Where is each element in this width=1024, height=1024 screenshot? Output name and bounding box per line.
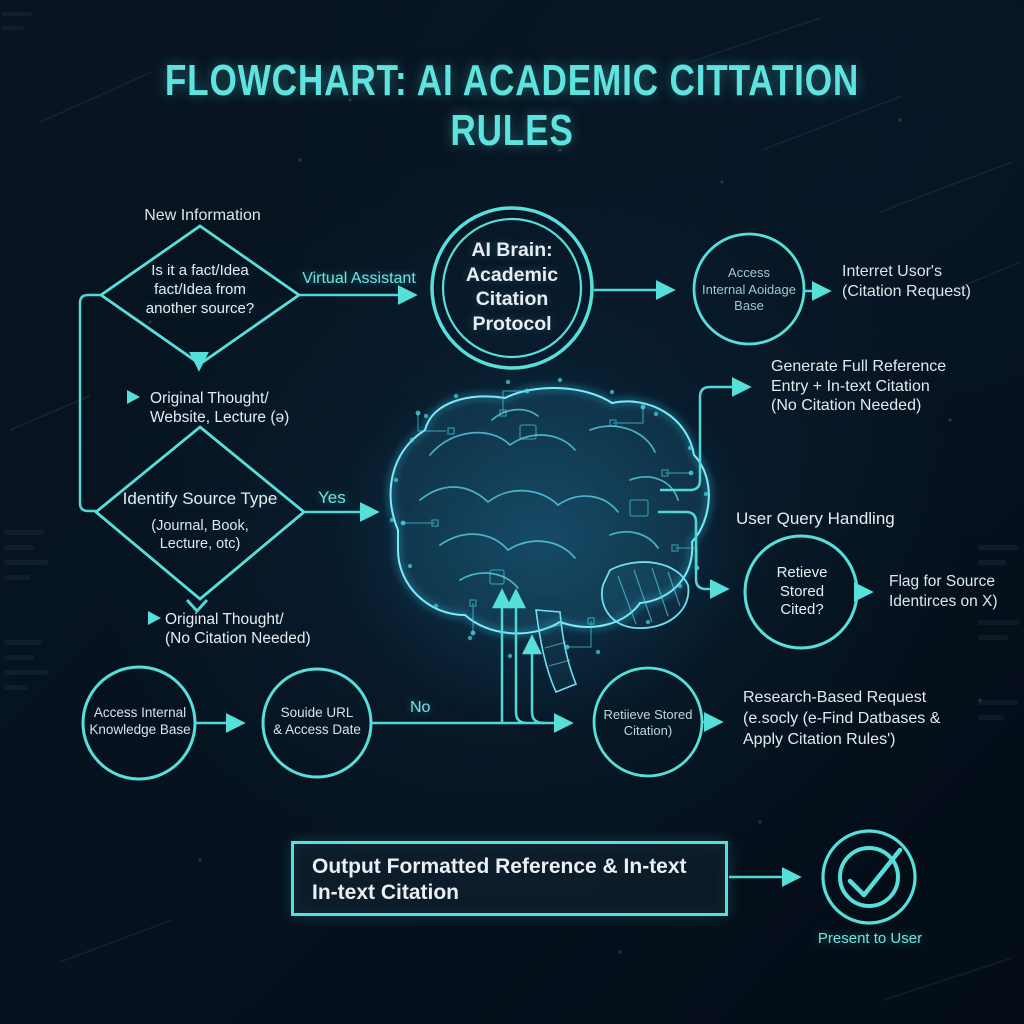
circuit-traces [403, 390, 698, 648]
identify-source-title: Identify Source Type [122, 489, 278, 508]
retrieve-citation-circle-text: Retiieve Stored Citation) [603, 707, 693, 738]
ai-brain-circle [430, 206, 594, 370]
ghost-text-noise [2, 12, 1020, 720]
output-box: Output Formatted Reference & In-text In-… [291, 841, 728, 916]
riser-arrow-2 [506, 588, 528, 725]
original-thought-website-label: Original Thought/ Website, Lecture (ə) [150, 390, 290, 426]
connector-brain-to-generate [660, 377, 752, 492]
interpret-request-text: Interret Usor's (Citation Request) [842, 263, 971, 300]
present-to-user-label: Present to User [817, 930, 923, 947]
background-streaks [9, 17, 1021, 1001]
access-storage-circle-text: Access Internal Aoidage Base [702, 265, 796, 313]
bullet-triangles [127, 390, 161, 625]
retrieve-citation-circle [592, 666, 704, 778]
flag-source-text: Flag for Source Identirces on X) [889, 573, 998, 610]
connector-brain-to-cited [658, 510, 730, 599]
fact-check-diamond [98, 224, 302, 366]
check-circle-icon [821, 829, 917, 925]
retrieve-cited-circle-text: Retieve Stored Cited? [776, 564, 828, 618]
label-new-information: New Information [144, 207, 261, 224]
original-thought-no-citation-label: Original Thought/ (No Citation Needed) [165, 611, 311, 647]
connector-left-vertical [78, 293, 102, 513]
source-url-circle [261, 667, 373, 779]
no-label: No [410, 699, 431, 716]
ai-brain-circle-text: AI Brain: Academic Citation Protocol [465, 239, 559, 335]
access-storage-circle [692, 232, 806, 346]
access-knowledge-circle-text: Access Internal Knowledge Base [89, 705, 191, 737]
ai-brain-graphic [388, 377, 712, 694]
bullet-triangle-icon [148, 611, 161, 625]
circuit-dots [389, 377, 709, 659]
ai-brain-circle-inner [441, 217, 583, 359]
background-dots [78, 98, 982, 954]
retrieve-cited-circle [743, 534, 859, 650]
riser-arrow-3 [522, 634, 545, 725]
generate-reference-text: Generate Full Reference Entry + In-text … [771, 358, 947, 414]
virtual-assistant-label: Virtual Assistant [302, 270, 416, 287]
user-query-handling-label: User Query Handling [736, 509, 895, 528]
flow-connectors [78, 280, 874, 887]
access-knowledge-circle [81, 665, 197, 781]
yes-label: Yes [318, 488, 346, 507]
node-shapes [81, 206, 859, 781]
page-title: FLOWCHART: AI ACADEMIC CITTATION RULES [164, 56, 860, 155]
chevron-identify-down [185, 598, 209, 613]
identify-source-diamond [93, 425, 307, 601]
bullet-triangle-icon [127, 390, 140, 404]
output-box-text: Output Formatted Reference & In-text In-… [312, 855, 687, 904]
research-request-text: Research-Based Request (e.socly (e-Find … [743, 689, 941, 748]
source-url-circle-text: Souide URL & Access Date [273, 705, 361, 737]
identify-source-sub: (Journal, Book, Lecture, otc) [151, 518, 249, 552]
fact-check-diamond-text: Is it a fact/Idea fact/Idea from another… [145, 262, 255, 317]
